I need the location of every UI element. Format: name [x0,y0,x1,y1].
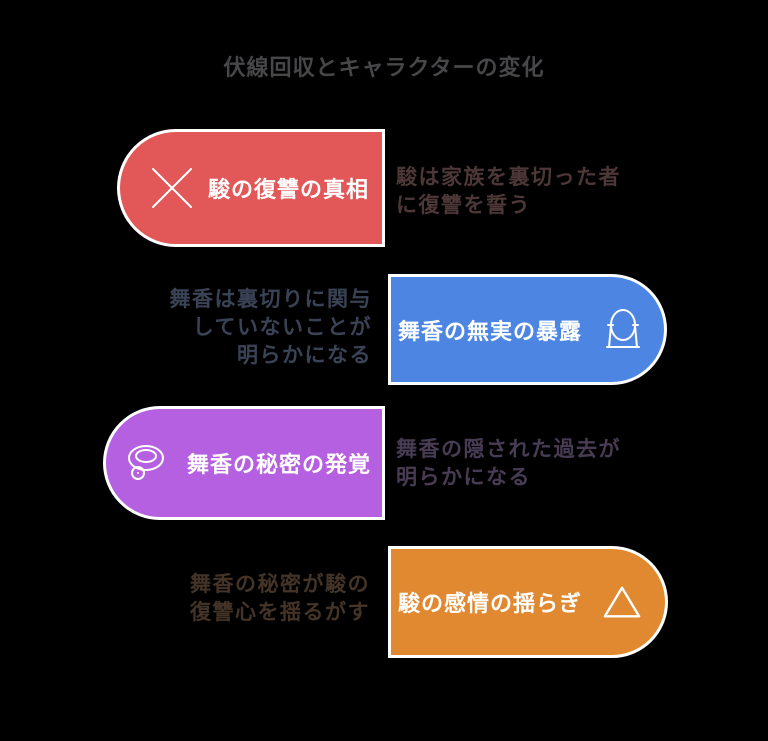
step-description: 駿は家族を裏切った者 に復讐を誓う [396,166,621,217]
triangle-icon [602,584,642,620]
step-description: 舞香の隠された過去が 明らかになる [396,438,621,489]
step-card-secret-discovery: 舞香の秘密の発覚 [103,406,385,520]
step-description: 舞香の秘密が駿の 復讐心を揺るがす [190,573,370,624]
x-icon [150,166,194,210]
step-label: 駿の復讐の真相 [208,177,370,202]
step-card-revenge-truth: 駿の復讐の真相 [117,129,385,247]
page-title: 伏線回収とキャラクターの変化 [223,55,545,80]
necklace-icon [123,443,169,483]
mirror-icon [606,308,640,351]
step-label: 舞香の無実の暴露 [398,318,583,344]
step-description: 舞香は裏切りに関与 していないことが 明らかになる [169,288,372,367]
step-label: 舞香の秘密の発覚 [187,452,372,477]
step-card-innocence-reveal: 舞香の無実の暴露 [388,274,667,385]
step-label: 駿の感情の揺らぎ [398,591,583,616]
step-card-emotion-wavering: 駿の感情の揺らぎ [388,546,668,658]
